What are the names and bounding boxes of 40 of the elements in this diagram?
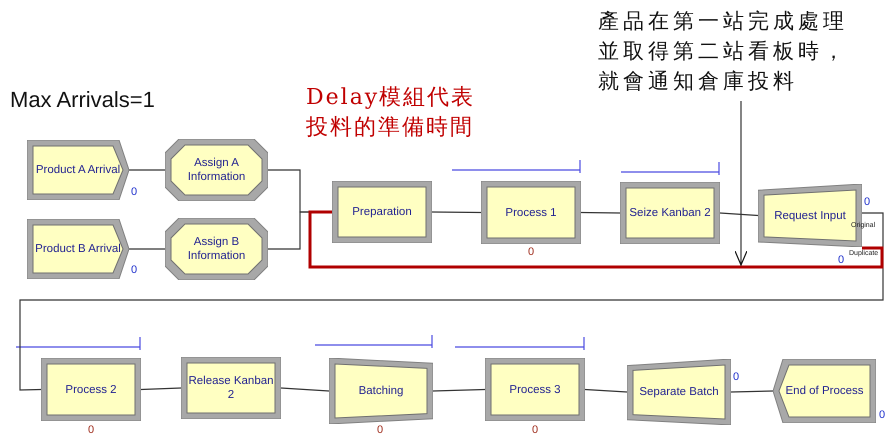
module-box: Assign A Information	[165, 139, 268, 201]
module-box: Preparation	[332, 181, 432, 243]
counter-label: 0	[88, 424, 94, 436]
arrow	[734, 101, 748, 266]
module-box: End of Process	[773, 359, 876, 423]
counter-label: 0	[879, 409, 886, 421]
connector	[432, 211, 481, 214]
module-box: Release Kanban 2	[181, 357, 281, 419]
counter-label: 0	[131, 186, 138, 198]
annotation-text: Delay模組代表	[306, 84, 476, 112]
connector	[581, 212, 620, 214]
connector	[584, 388, 628, 393]
connector	[280, 387, 330, 392]
connector	[720, 212, 758, 216]
module-box: Product B Arrival	[27, 219, 129, 279]
counter-label: 0	[131, 264, 138, 276]
note-text: 產品在第一站完成處理並取得第二站看板時，就會通知倉庫投料	[598, 6, 862, 101]
counter-label: 0	[532, 424, 538, 436]
connector	[140, 387, 182, 390]
module-box: Process 1	[481, 181, 581, 244]
module-box: Batching	[329, 358, 433, 424]
connector	[308, 210, 884, 268]
counter-label: 0	[864, 196, 870, 208]
counter-label: 0	[733, 371, 740, 383]
module-box: Assign B Information	[165, 218, 268, 280]
counter-label: 0	[377, 424, 384, 436]
connector	[129, 169, 165, 171]
module-box: Product A Arrival	[27, 140, 129, 200]
connector	[730, 390, 774, 393]
module-box: Process 2	[41, 358, 141, 421]
annotation-text: 投料的準備時間	[306, 114, 474, 142]
module-box: Seize Kanban 2	[620, 182, 720, 244]
counter-label: 0	[528, 246, 534, 258]
annotation-text: Max Arrivals=1	[10, 86, 155, 114]
module-box: Separate Batch	[627, 359, 731, 425]
connector	[432, 388, 486, 392]
connector	[129, 248, 165, 250]
module-box: Process 3	[485, 358, 585, 421]
connector	[19, 212, 884, 391]
counter-label: 0	[838, 254, 844, 266]
